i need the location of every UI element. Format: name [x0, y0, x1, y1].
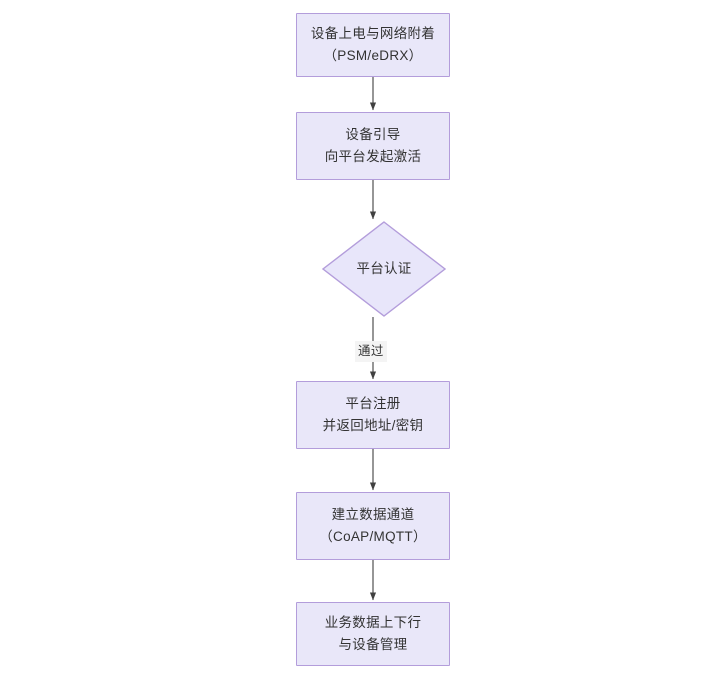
node-label: 业务数据上下行 与设备管理 — [324, 615, 422, 652]
node-label: 平台注册 并返回地址/密钥 — [322, 396, 424, 433]
node-label: 设备上电与网络附着 （PSM/eDRX） — [310, 26, 436, 63]
node-device-power-on[interactable]: 设备上电与网络附着 （PSM/eDRX） — [296, 13, 450, 77]
node-label: 平台认证 — [356, 261, 412, 277]
node-business-data-and-device-mgmt[interactable]: 业务数据上下行 与设备管理 — [296, 602, 450, 666]
node-platform-register[interactable]: 平台注册 并返回地址/密钥 — [296, 381, 450, 449]
node-platform-auth-decision[interactable]: 平台认证 — [322, 221, 446, 317]
diamond-shape-icon — [322, 221, 446, 317]
node-establish-data-channel[interactable]: 建立数据通道 （CoAP/MQTT） — [296, 492, 450, 560]
node-label: 设备引导 向平台发起激活 — [324, 127, 422, 164]
edge-label-pass: 通过 — [355, 341, 387, 362]
node-device-bootstrap[interactable]: 设备引导 向平台发起激活 — [296, 112, 450, 180]
node-label: 建立数据通道 （CoAP/MQTT） — [319, 507, 427, 544]
